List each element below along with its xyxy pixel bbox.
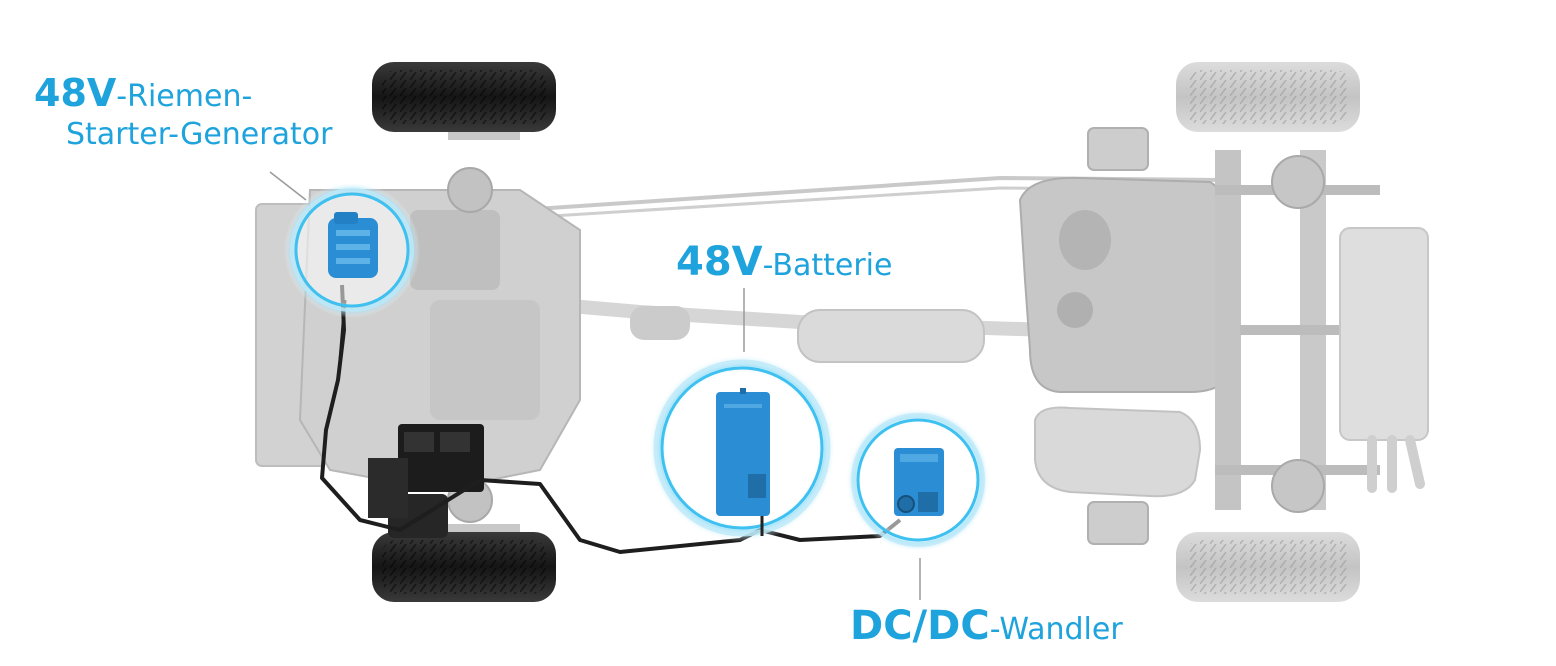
label-rsg-voltage: 48V xyxy=(34,71,117,115)
label-battery-voltage: 48V xyxy=(676,239,763,285)
middle-muffler xyxy=(797,309,985,363)
dcdc-converter xyxy=(894,448,944,516)
48v-battery xyxy=(716,388,770,536)
rear-muffler xyxy=(1034,406,1202,498)
48v-cable xyxy=(320,284,902,554)
front-right-tire xyxy=(372,532,556,602)
label-dcdc-strong: DC/DC xyxy=(850,603,990,649)
label-rsg-text-line2: Starter-Generator xyxy=(66,117,333,152)
rear-left-tire xyxy=(1176,62,1360,132)
label-belt-starter-generator: 48V-Riemen- Starter-Generator xyxy=(34,74,332,150)
rear-right-tire xyxy=(1176,532,1360,602)
rsg-highlight xyxy=(284,182,420,318)
front-left-tire xyxy=(372,62,556,132)
rsg-leader-line xyxy=(269,171,307,201)
fuel-tank xyxy=(1018,176,1241,393)
label-dcdc-text: -Wandler xyxy=(989,612,1123,647)
belt-starter-generator xyxy=(328,212,378,278)
label-rsg-text: -Riemen- xyxy=(116,79,253,114)
label-battery-text: -Batterie xyxy=(762,248,893,283)
label-dcdc-converter: DC/DC-Wandler xyxy=(850,606,1123,646)
tail-muffler xyxy=(1339,227,1429,441)
catalytic-converter xyxy=(630,306,690,340)
battery-highlight xyxy=(648,354,836,542)
dcdc-highlight xyxy=(846,408,990,552)
label-48v-battery: 48V-Batterie xyxy=(676,242,892,282)
